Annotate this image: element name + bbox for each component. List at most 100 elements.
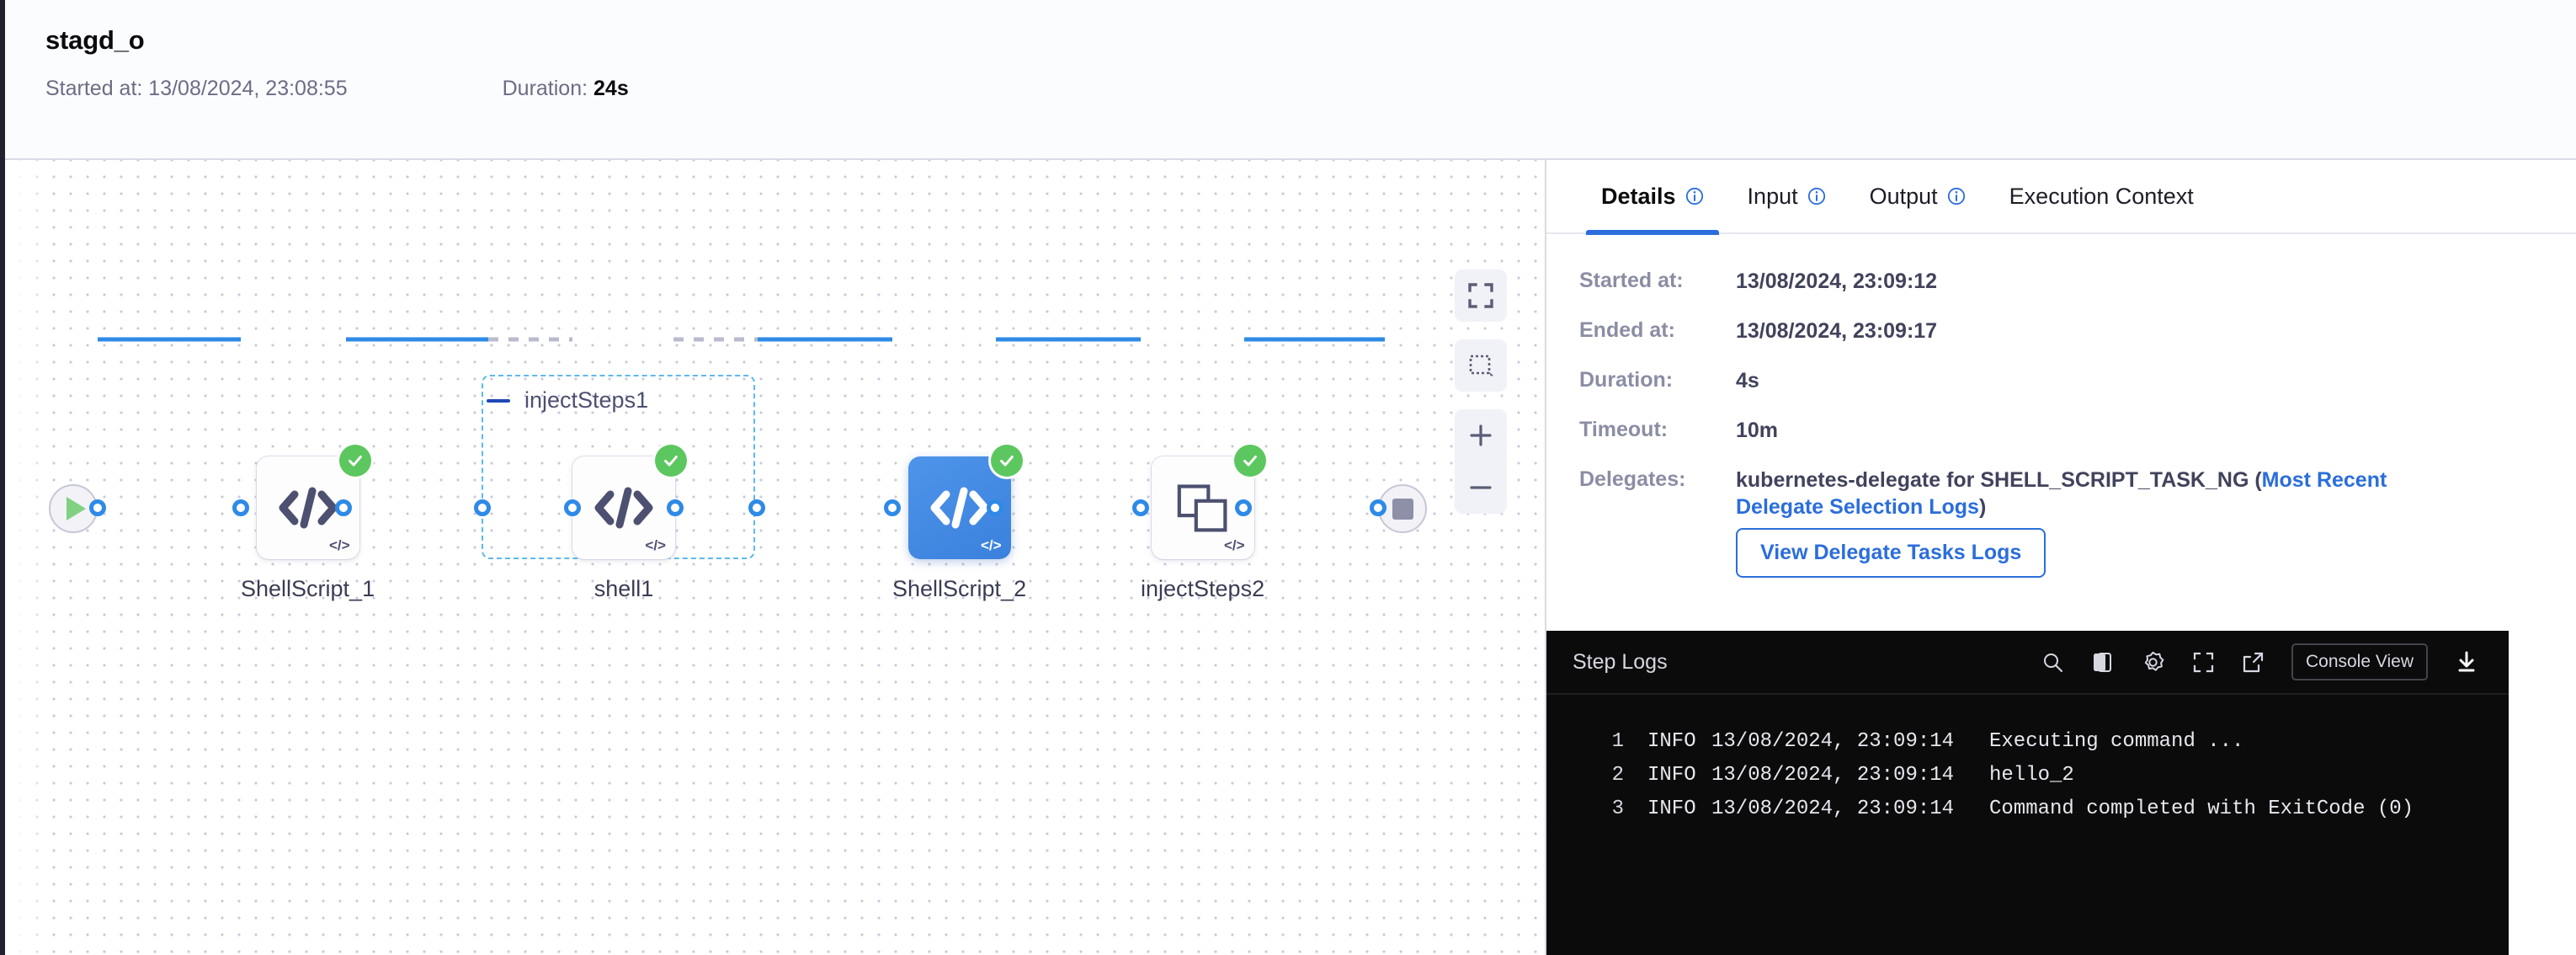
body-split: injectSteps1 </> bbox=[0, 160, 2576, 955]
detail-row-duration: Duration: 4s bbox=[1579, 367, 2576, 394]
log-timestamp: 13/08/2024, 23:09:14 bbox=[1711, 798, 1955, 820]
info-icon[interactable] bbox=[1807, 187, 1826, 205]
log-timestamp: 13/08/2024, 23:09:14 bbox=[1711, 730, 1955, 753]
info-icon[interactable] bbox=[1947, 187, 1966, 205]
detail-key: Timeout: bbox=[1579, 418, 1669, 441]
dashed-square-icon bbox=[1469, 355, 1493, 376]
connector-dot[interactable] bbox=[232, 499, 249, 516]
detail-value: 4s bbox=[1736, 369, 1759, 392]
log-message: Command completed with ExitCode (0) bbox=[1989, 798, 2414, 820]
tab-input[interactable]: Input bbox=[1726, 159, 1848, 233]
node-shell1[interactable]: </> shell1 bbox=[572, 445, 687, 602]
connector-dot[interactable] bbox=[987, 499, 1003, 516]
console-view-button[interactable]: Console View bbox=[2291, 643, 2428, 680]
connector-dot[interactable] bbox=[335, 499, 352, 516]
connector-dot[interactable] bbox=[564, 499, 581, 516]
node-card[interactable]: </> bbox=[572, 445, 687, 559]
node-injectsteps2[interactable]: </> injectSteps2 bbox=[1141, 445, 1266, 602]
node-card-selected[interactable]: </> bbox=[907, 445, 1023, 559]
duration-value: 24s bbox=[593, 77, 629, 100]
node-label: injectSteps2 bbox=[1141, 576, 1265, 601]
header-meta: Started at: 13/08/2024, 23:08:55 Duratio… bbox=[45, 77, 2576, 101]
left-edge-strip bbox=[0, 0, 5, 955]
log-line: 3 INFO 13/08/2024, 23:09:14 Command comp… bbox=[1546, 798, 2509, 831]
tab-execution-context[interactable]: Execution Context bbox=[1988, 159, 2216, 233]
log-timestamp: 13/08/2024, 23:09:14 bbox=[1711, 764, 1955, 787]
panel-tabs: Details Input Output bbox=[1546, 159, 2576, 235]
connector-dot[interactable] bbox=[1370, 499, 1386, 516]
detail-key: Started at: bbox=[1579, 269, 1684, 292]
log-output[interactable]: 1 INFO 13/08/2024, 23:09:14 Executing co… bbox=[1546, 695, 2509, 955]
node-shellscript-2[interactable]: </> ShellScript_2 bbox=[892, 445, 1027, 602]
log-message: Executing command ... bbox=[1989, 730, 2244, 753]
connector-dot[interactable] bbox=[748, 499, 765, 516]
delegate-text: kubernetes-delegate for SHELL_SCRIPT_TAS… bbox=[1736, 468, 2262, 492]
started-at-text: Started at: 13/08/2024, 23:08:55 bbox=[45, 77, 348, 100]
minus-icon[interactable] bbox=[487, 398, 510, 403]
check-icon bbox=[1243, 455, 1257, 467]
status-badge-success bbox=[1233, 445, 1266, 477]
tab-label: Details bbox=[1601, 183, 1676, 209]
pipeline-canvas[interactable]: injectSteps1 </> bbox=[0, 160, 1545, 955]
tab-label: Input bbox=[1747, 183, 1798, 209]
detail-value: 13/08/2024, 23:09:12 bbox=[1736, 269, 1938, 293]
detail-key: Duration: bbox=[1579, 368, 1674, 392]
code-brackets-icon bbox=[279, 487, 338, 529]
fullscreen-icon[interactable] bbox=[2192, 651, 2215, 674]
log-line: 2 INFO 13/08/2024, 23:09:14 hello_2 bbox=[1546, 764, 2509, 798]
view-delegate-tasks-logs-button[interactable]: View Delegate Tasks Logs bbox=[1736, 528, 2046, 578]
detail-value: kubernetes-delegate for SHELL_SCRIPT_TAS… bbox=[1736, 467, 2392, 578]
connector-dot[interactable] bbox=[884, 499, 901, 516]
code-tag-icon: </> bbox=[980, 537, 1002, 553]
detail-key: Ended at: bbox=[1579, 318, 1675, 342]
connector-dot[interactable] bbox=[1132, 499, 1149, 516]
log-line-number: 1 bbox=[1611, 730, 1624, 753]
duration-text: Duration: 24s bbox=[503, 77, 629, 101]
group-label: injectSteps1 bbox=[524, 387, 649, 413]
play-icon bbox=[66, 497, 86, 520]
log-level: INFO bbox=[1647, 764, 1696, 787]
minus-icon bbox=[1470, 486, 1492, 489]
step-logs-actions: Console View bbox=[2041, 643, 2478, 680]
copy-icon[interactable] bbox=[2091, 651, 2114, 674]
detail-value: 13/08/2024, 23:09:17 bbox=[1736, 319, 1938, 343]
step-logs-panel: Step Logs bbox=[1546, 631, 2509, 955]
duration-label: Duration: bbox=[502, 77, 588, 100]
status-badge-success bbox=[338, 445, 371, 477]
zoom-out-button[interactable] bbox=[1455, 461, 1507, 514]
canvas-tools bbox=[1455, 269, 1507, 514]
info-icon[interactable] bbox=[1685, 187, 1704, 205]
detail-key: Delegates: bbox=[1579, 467, 1686, 491]
delegate-selection-logs-link[interactable]: Most Recent Delegate Selection Logs bbox=[1736, 468, 2387, 519]
log-line-number: 3 bbox=[1611, 798, 1624, 820]
edge-layer bbox=[98, 337, 1385, 342]
connector-dot[interactable] bbox=[474, 499, 491, 516]
code-tag-icon: </> bbox=[1223, 537, 1245, 553]
node-label: ShellScript_1 bbox=[241, 576, 375, 601]
external-link-icon[interactable] bbox=[2242, 651, 2265, 674]
tab-output[interactable]: Output bbox=[1848, 159, 1988, 233]
tab-details[interactable]: Details bbox=[1579, 159, 1726, 235]
connector-dot[interactable] bbox=[667, 499, 684, 516]
log-line-number: 2 bbox=[1611, 764, 1624, 787]
download-icon[interactable] bbox=[2455, 650, 2478, 674]
gear-icon[interactable] bbox=[2141, 650, 2165, 675]
code-brackets-icon bbox=[930, 487, 989, 529]
stop-icon bbox=[1392, 498, 1413, 520]
log-line: 1 INFO 13/08/2024, 23:09:14 Executing co… bbox=[1546, 730, 2509, 764]
zoom-in-button[interactable] bbox=[1455, 409, 1507, 461]
stacked-squares-icon bbox=[1177, 484, 1227, 532]
connector-dot[interactable] bbox=[1235, 499, 1252, 516]
log-level: INFO bbox=[1647, 798, 1696, 820]
group-header-injectSteps1[interactable]: injectSteps1 bbox=[487, 387, 648, 413]
node-shellscript-1[interactable]: </> ShellScript_1 bbox=[241, 445, 375, 602]
step-logs-title: Step Logs bbox=[1573, 649, 1668, 674]
node-label: ShellScript_2 bbox=[892, 576, 1027, 601]
search-icon[interactable] bbox=[2041, 651, 2064, 674]
status-badge-success bbox=[655, 445, 687, 477]
select-area-button[interactable] bbox=[1455, 339, 1507, 392]
connector-dot[interactable] bbox=[89, 499, 106, 516]
step-logs-toolbar: Step Logs bbox=[1546, 631, 2509, 695]
fit-to-screen-button[interactable] bbox=[1455, 269, 1507, 322]
